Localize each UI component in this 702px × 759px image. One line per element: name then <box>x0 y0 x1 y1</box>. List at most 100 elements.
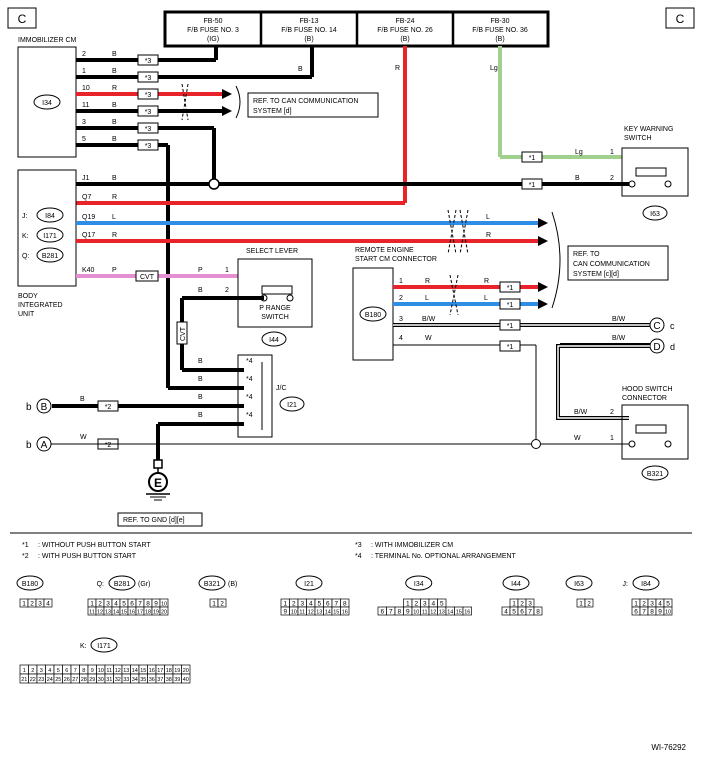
key-warning-pin-2: 2 <box>610 175 614 182</box>
biu-pin-q19: Q19 <box>82 214 95 221</box>
select-lever-pin-2: 2 <box>225 287 229 294</box>
biu-can-wire-r: R <box>486 232 491 239</box>
immobilizer-title: IMMOBILIZER CM <box>18 37 77 44</box>
connector-pin-label: 2 <box>642 601 646 608</box>
immobilizer-wires <box>76 46 314 390</box>
fuse-block: FB-50 F/B FUSE NO. 3 (IG) FB-13 F/B FUSE… <box>163 10 550 48</box>
connector-k-pin-label: 20 <box>183 668 189 674</box>
jc-star-4: *4 <box>246 412 253 419</box>
connector-k-pin-label: 12 <box>115 668 121 674</box>
connector-pin-label: 17 <box>137 610 143 616</box>
remote-pin-1: 1 <box>399 278 403 285</box>
connector-code-oval <box>565 575 593 591</box>
connector-k-pin-label: 18 <box>166 668 172 674</box>
connector-pin-cell <box>159 606 169 616</box>
connector-k-pin-label: 5 <box>57 668 60 674</box>
input-1-circle-label: B <box>41 402 48 413</box>
connector-code: I44 <box>511 581 521 588</box>
legend-4-text: : TERMINAL No. OPTIONAL ARRANGEMENT <box>371 553 517 560</box>
connector-pin-label: 3 <box>528 601 532 608</box>
can-ref-2-line3: SYSTEM [c][d] <box>573 271 619 278</box>
connector-k-code: I171 <box>97 643 111 650</box>
ground-label: E <box>154 476 162 490</box>
connector-pin-label: 8 <box>650 609 654 616</box>
imm-pin-2: 1 <box>82 68 86 75</box>
can-ref-2-line1: REF. TO <box>573 251 600 258</box>
figure-id: WI-76292 <box>651 743 686 752</box>
key-warning-star-1: *1 <box>529 155 536 162</box>
junction-dot-2 <box>531 439 541 449</box>
connector-k-pin-label: 8 <box>82 668 85 674</box>
remote-pin-2: 2 <box>399 295 403 302</box>
biu-code-j: I84 <box>45 213 55 220</box>
connector-pin-label: 15 <box>456 610 462 616</box>
junction-dot-1 <box>208 178 220 190</box>
connector-code: B180 <box>22 581 38 588</box>
connector-pin-label: 14 <box>325 610 331 616</box>
remote-engine-title-1: REMOTE ENGINE <box>355 247 414 254</box>
can-ref-1-line1: REF. TO CAN COMMUNICATION <box>253 98 358 105</box>
fuse-4-color: (B) <box>495 36 504 43</box>
connector-pin-label: 3 <box>300 601 304 608</box>
offpage-d-label: d <box>670 342 675 352</box>
biu-prefix-k: K: <box>22 233 29 240</box>
corner-box-left <box>7 7 37 29</box>
connector-k-prefix: K: <box>80 643 87 650</box>
connector-k-pin-label: 38 <box>166 677 172 683</box>
jc-wire-3: B <box>198 394 203 401</box>
connector-pin-cell <box>43 598 53 608</box>
corner-label-left: C <box>18 12 27 26</box>
fuse-3-id: FB-24 <box>395 18 414 25</box>
connector-code-oval <box>632 575 660 591</box>
key-warning-title-1: KEY WARNING <box>624 126 673 133</box>
connector-pin-label: 3 <box>423 601 427 608</box>
connector-pin-label: 2 <box>220 601 224 608</box>
legend-1-key: *1 <box>22 542 29 549</box>
biu-wire-q7: R <box>112 194 117 201</box>
connector-pin-label: 16 <box>342 610 348 616</box>
connector-code-oval <box>198 575 226 591</box>
biu-wire-q19: L <box>112 214 116 221</box>
connector-k-pin-label: 28 <box>81 677 87 683</box>
biu-pin-q7: Q7 <box>82 194 91 201</box>
connector-k-pin-label: 23 <box>38 677 44 683</box>
connector-pin-label: 2 <box>414 601 418 608</box>
legend-4-key: *4 <box>355 553 362 560</box>
biu-pin-q17: Q17 <box>82 232 95 239</box>
connector-code: I21 <box>304 581 314 588</box>
connector-pin-label: 5 <box>666 601 670 608</box>
connector-suffix: (B) <box>228 581 237 588</box>
select-lever-title: SELECT LEVER <box>246 248 298 255</box>
connector-pin-label: 10 <box>665 610 671 616</box>
connector-code-oval <box>108 575 136 591</box>
connector-k-pin-label: 39 <box>174 677 180 683</box>
connector-pin-label: 9 <box>154 601 158 608</box>
connector-k-pin-label: 2 <box>31 668 34 674</box>
connector-pin-label: 3 <box>106 601 110 608</box>
offpage-c-circle <box>649 317 665 333</box>
fb24-wire-label: R <box>395 65 400 72</box>
imm-wire-2: B <box>112 68 117 75</box>
corner-label-right: C <box>676 12 685 26</box>
connector-pin-label: 9 <box>283 609 287 616</box>
fuse-4-name: F/B FUSE NO. 36 <box>472 27 528 34</box>
connector-k-pin-label: 32 <box>115 677 121 683</box>
fb13-wire-label: B <box>298 66 303 73</box>
input-1-circle <box>36 398 52 414</box>
connector-k-pin-label: 36 <box>149 677 155 683</box>
hood-title-2: CONNECTOR <box>622 395 667 402</box>
connector-k-pin-label: 11 <box>106 668 112 674</box>
connector-k-pin-label: 22 <box>30 677 36 683</box>
connector-pin-cell <box>217 598 227 608</box>
biu-box <box>17 169 77 287</box>
fuse-2-color: (B) <box>304 36 313 43</box>
connector-code: I34 <box>414 581 424 588</box>
connector-pin-label: 6 <box>380 609 384 616</box>
imm-pin-6: 5 <box>82 136 86 143</box>
connector-k-pin-label: 24 <box>47 677 53 683</box>
